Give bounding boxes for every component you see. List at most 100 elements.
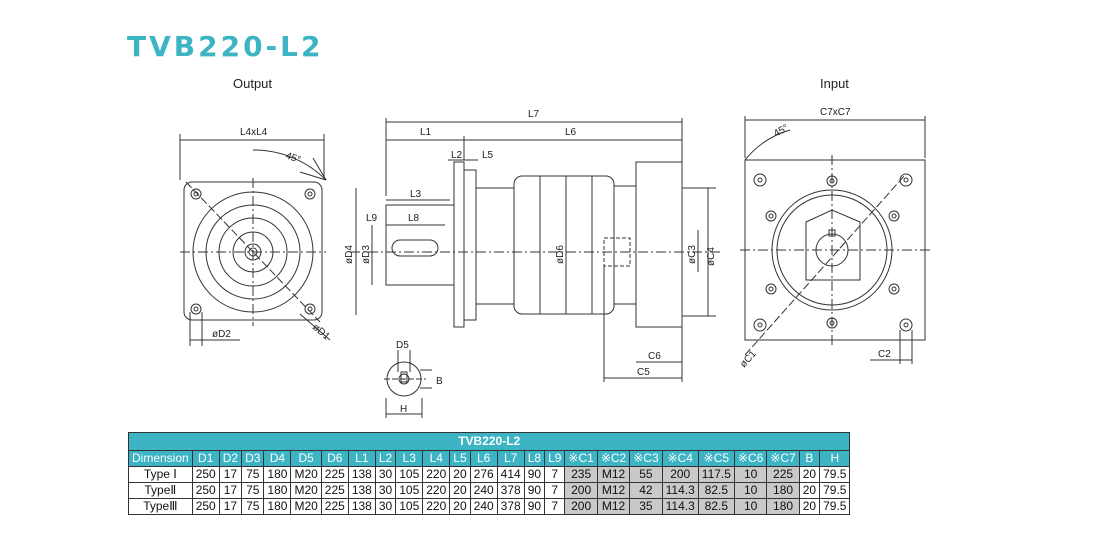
table-cell: 200 (661, 466, 699, 483)
table-caption: TVB220-L2 (127, 432, 851, 451)
dimension-table: TVB220-L2 Dimension D1 D2 D3 D4 D5 D6 L1… (127, 432, 851, 515)
col-header: D5 (290, 450, 322, 467)
col-header: L4 (422, 450, 451, 467)
col-header: L2 (374, 450, 397, 467)
table-caption-row: TVB220-L2 (127, 432, 851, 451)
table-cell: 250 (191, 498, 220, 515)
label-angle-output: 45° (284, 150, 302, 166)
table-cell: M12 (596, 498, 631, 515)
output-view (179, 134, 331, 346)
label-d3: øD3 (361, 245, 372, 264)
table-row: TypeⅡ 250 17 75 180 M20 225 138 30 105 2… (128, 482, 851, 499)
table-cell: 90 (523, 498, 546, 515)
table-cell: 30 (374, 466, 397, 483)
table-cell: 138 (347, 498, 376, 515)
table-cell: 20 (449, 466, 471, 483)
table-cell: 180 (766, 482, 800, 499)
col-header: D6 (320, 450, 349, 467)
table-cell: 200 (564, 482, 598, 499)
col-header: D3 (241, 450, 265, 467)
col-header: ※C4 (661, 450, 699, 467)
table-cell: 117.5 (697, 466, 735, 483)
label-c5: C5 (637, 367, 650, 378)
table-cell: 200 (564, 498, 598, 515)
table-cell: 105 (395, 482, 424, 499)
table-cell: 225 (320, 482, 349, 499)
table-cell: 180 (263, 482, 292, 499)
label-l7: L7 (528, 109, 540, 120)
technical-drawing: L4xL4 45° øD1 øD2 L7 L1 L6 L2 L5 L3 L9 L… (179, 107, 930, 418)
col-header: ※C3 (629, 450, 663, 467)
table-cell: 105 (395, 466, 424, 483)
table-cell: 114.3 (661, 482, 699, 499)
table-cell: 114.3 (661, 498, 699, 515)
label-l9: L9 (366, 213, 378, 224)
label-b: B (436, 376, 443, 387)
side-view (350, 118, 720, 382)
table-cell: 220 (422, 466, 451, 483)
output-view-label: Output (233, 76, 273, 91)
table-cell: M12 (596, 482, 631, 499)
table-cell: 240 (469, 482, 498, 499)
col-header: Dimension (128, 450, 193, 467)
table-cell: 10 (733, 498, 768, 515)
col-header: ※C6 (733, 450, 768, 467)
label-c6: C6 (648, 351, 661, 362)
label-l6: L6 (565, 127, 577, 138)
table-header-row: Dimension D1 D2 D3 D4 D5 D6 L1 L2 L3 L4 … (128, 450, 851, 467)
label-l3: L3 (410, 189, 422, 200)
label-d4: øD4 (344, 245, 355, 264)
table-cell: 138 (347, 466, 376, 483)
label-l1: L1 (420, 127, 432, 138)
table-cell: M20 (290, 482, 322, 499)
table-cell: M20 (290, 498, 322, 515)
table-cell: TypeⅢ (128, 498, 193, 515)
table-cell: 276 (469, 466, 498, 483)
label-c1: øC1 (738, 348, 759, 370)
table-cell: TypeⅡ (128, 482, 193, 499)
table-cell: 42 (629, 482, 663, 499)
table-cell: 79.5 (819, 466, 851, 483)
table-cell: 220 (422, 482, 451, 499)
table-cell: 220 (422, 498, 451, 515)
table-cell: 20 (798, 498, 821, 515)
table-cell: 180 (766, 498, 800, 515)
table-cell: 90 (523, 482, 546, 499)
label-h: H (400, 404, 407, 415)
label-c2: C2 (878, 349, 891, 360)
table-cell: 79.5 (819, 482, 851, 499)
table-cell: 82.5 (697, 482, 735, 499)
table-cell: 30 (374, 482, 397, 499)
label-d5: D5 (396, 340, 409, 351)
table-cell: M12 (596, 466, 631, 483)
table-cell: 17 (218, 466, 243, 483)
table-cell: 75 (241, 482, 265, 499)
table-cell: 55 (629, 466, 663, 483)
table-cell: 235 (564, 466, 598, 483)
col-header: ※C5 (697, 450, 735, 467)
col-header: H (819, 450, 851, 467)
table-cell: 225 (766, 466, 800, 483)
table-cell: 180 (263, 498, 292, 515)
label-l8: L8 (408, 213, 420, 224)
table-cell: 105 (395, 498, 424, 515)
label-d1: øD1 (310, 322, 332, 343)
table-cell: 20 (449, 482, 471, 499)
col-header: ※C2 (596, 450, 631, 467)
label-c4: øC4 (706, 247, 717, 266)
label-l4xl4: L4xL4 (240, 127, 268, 138)
col-header: B (798, 450, 821, 467)
label-c7xc7: C7xC7 (820, 107, 851, 118)
label-l5: L5 (482, 150, 494, 161)
key-detail (384, 350, 432, 418)
table-cell: 82.5 (697, 498, 735, 515)
col-header: ※C7 (766, 450, 800, 467)
table-cell: 180 (263, 466, 292, 483)
table-cell: 79.5 (819, 498, 851, 515)
table-cell: 225 (320, 466, 349, 483)
label-c3: øC3 (687, 245, 698, 264)
table-cell: M20 (290, 466, 322, 483)
table-cell: 17 (218, 482, 243, 499)
table-cell: 7 (544, 498, 566, 515)
label-d2: øD2 (212, 329, 231, 340)
